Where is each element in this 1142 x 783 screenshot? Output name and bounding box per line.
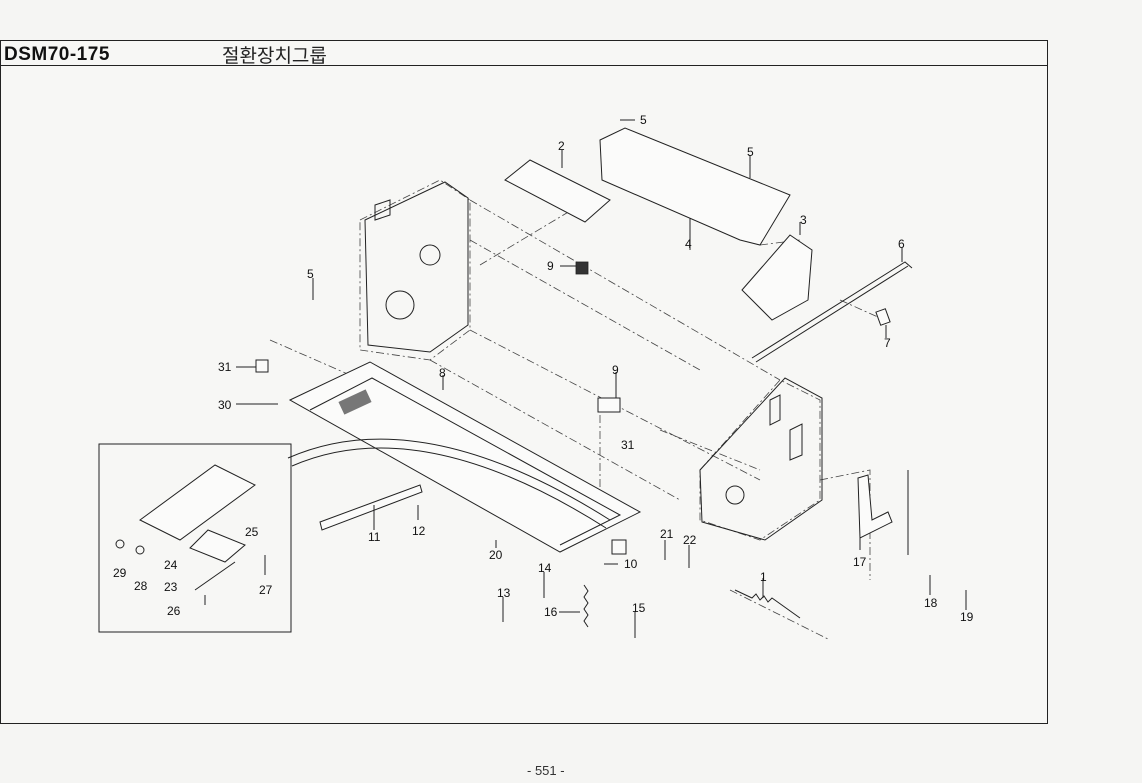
callout-31: 31 — [218, 360, 232, 374]
callout-24: 24 — [164, 558, 178, 572]
callout-29: 29 — [113, 566, 127, 580]
callout-27: 27 — [259, 583, 273, 597]
callout-25: 25 — [245, 525, 259, 539]
part-6-rod — [751, 261, 913, 359]
callout-14: 14 — [538, 561, 552, 575]
header-bar — [0, 40, 1048, 66]
callout-16: 16 — [544, 605, 558, 619]
callout-7: 7 — [884, 336, 891, 350]
callout-23: 23 — [164, 580, 178, 594]
model-code: DSM70-175 — [4, 44, 110, 65]
callout-9: 9 — [547, 259, 554, 273]
drawing-frame — [0, 40, 1048, 724]
callout-30: 30 — [218, 398, 232, 412]
left-side-plate — [364, 181, 469, 353]
callout-21: 21 — [660, 527, 674, 541]
callout-3: 3 — [800, 213, 807, 227]
part-7-fitting — [875, 308, 891, 326]
callout-15: 15 — [632, 601, 646, 615]
main-frame-outline — [269, 179, 881, 641]
callout-9: 9 — [612, 363, 619, 377]
callout-22: 22 — [683, 533, 697, 547]
part-1-spring — [734, 589, 801, 619]
callout-31: 31 — [621, 438, 635, 452]
callout-20: 20 — [489, 548, 503, 562]
callout-19: 19 — [960, 610, 974, 624]
callout-5: 5 — [640, 113, 647, 127]
callout-5: 5 — [307, 267, 314, 281]
callout-5: 5 — [747, 145, 754, 159]
part-9-clip — [575, 261, 589, 275]
part-16-spring — [583, 584, 589, 628]
callout-17: 17 — [853, 555, 867, 569]
callout-10: 10 — [624, 557, 638, 571]
part-2-cover — [504, 159, 611, 223]
callout-2: 2 — [558, 139, 565, 153]
group-title: 절환장치그룹 — [222, 45, 327, 67]
part-31-block — [611, 539, 627, 555]
part-17-lever — [857, 474, 893, 539]
part-3-bracket — [741, 234, 813, 321]
detail-inset-box — [98, 443, 292, 633]
part-11-strip — [319, 484, 423, 531]
callout-4: 4 — [685, 237, 692, 251]
part-31-block — [255, 359, 269, 373]
callout-18: 18 — [924, 596, 938, 610]
callout-6: 6 — [898, 237, 905, 251]
callout-11: 11 — [368, 530, 381, 544]
callout-1: 1 — [760, 570, 767, 584]
right-side-plate — [699, 377, 823, 541]
callout-13: 13 — [497, 586, 511, 600]
callout-26: 26 — [167, 604, 181, 618]
part-4-side-cover — [599, 127, 791, 246]
callout-8: 8 — [439, 366, 446, 380]
callout-labels: 1 2 3 4 5 5 5 6 7 8 9 9 10 11 12 13 14 1… — [113, 113, 974, 624]
inset-parts — [115, 464, 266, 605]
callout-12: 12 — [412, 524, 426, 538]
leader-lines — [236, 119, 967, 638]
curved-guide — [287, 438, 611, 521]
part-8-base — [288, 361, 642, 553]
part-9-clip — [597, 397, 621, 413]
page-number: - 551 - — [527, 763, 565, 778]
callout-28: 28 — [134, 579, 148, 593]
